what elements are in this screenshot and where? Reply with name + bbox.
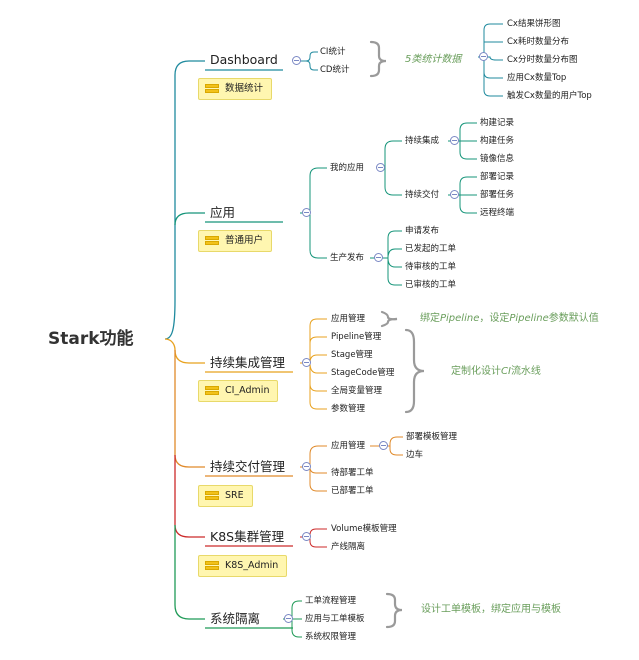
cd-mgmt-sub-item-0[interactable]: 部署模板管理: [406, 432, 458, 442]
k8s-item-1[interactable]: 产线隔离: [331, 542, 366, 552]
node-ci-stats[interactable]: CI统计: [320, 47, 346, 57]
node-ci-item-1[interactable]: 构建任务: [480, 136, 515, 146]
cd-mgmt-sub-item-1[interactable]: 边车: [406, 450, 424, 460]
branch-dashboard[interactable]: Dashboard: [210, 52, 278, 67]
stat-item-1[interactable]: Cx耗时数量分布: [507, 37, 569, 47]
tag-ci-mgmt: CI_Admin: [198, 380, 279, 402]
tag-label: SRE: [225, 490, 244, 501]
note-ci-pipeline: 绑定Pipeline，设定Pipeline参数默认值: [420, 313, 599, 324]
link-root-ci: [164, 338, 205, 364]
tag-label: 普通用户: [225, 235, 264, 246]
stat-item-3[interactable]: 应用Cx数量Top: [507, 73, 567, 83]
node-ci-item-2[interactable]: 镜像信息: [480, 154, 515, 164]
node-cd[interactable]: 持续交付: [405, 190, 440, 200]
branch-cd-mgmt[interactable]: 持续交付管理: [210, 459, 286, 474]
tag-label: 数据统计: [225, 83, 264, 94]
ci-mgmt-item-2[interactable]: Stage管理: [331, 350, 373, 360]
link-root-isolation: [174, 525, 205, 620]
collapse-dashboard-toggle[interactable]: [292, 56, 301, 65]
branch-k8s[interactable]: K8S集群管理: [210, 529, 285, 544]
tag-icon: [205, 561, 219, 571]
tag-icon: [205, 491, 219, 501]
tag-app: 普通用户: [198, 230, 273, 252]
collapse-ci-mgmt-toggle[interactable]: [302, 358, 311, 367]
collapse-myapp-toggle[interactable]: [376, 163, 385, 172]
collapse-k8s-toggle[interactable]: [302, 532, 311, 541]
cd-mgmt-item-1[interactable]: 待部署工单: [331, 468, 374, 478]
tag-label: K8S_Admin: [225, 560, 279, 571]
branch-ci-mgmt[interactable]: 持续集成管理: [210, 355, 286, 370]
isolation-item-2[interactable]: 系统权限管理: [305, 632, 357, 642]
collapse-stats-toggle[interactable]: [479, 52, 488, 61]
node-prod[interactable]: 生产发布: [330, 253, 365, 263]
node-my-app[interactable]: 我的应用: [330, 163, 365, 173]
collapse-isolation-toggle[interactable]: [284, 614, 293, 623]
node-cd-item-2[interactable]: 远程终端: [480, 208, 515, 218]
brace-ci-items: [404, 328, 425, 414]
ci-mgmt-item-1[interactable]: Pipeline管理: [331, 332, 382, 342]
note-dashboard: 5类统计数据: [405, 54, 462, 65]
node-cd-item-1[interactable]: 部署任务: [480, 190, 515, 200]
link-root-app: [174, 212, 205, 226]
node-ci[interactable]: 持续集成: [405, 136, 440, 146]
link-root-dashboard: [164, 60, 205, 340]
ci-mgmt-item-4[interactable]: 全局变量管理: [331, 386, 383, 396]
root-topic[interactable]: Stark功能: [48, 329, 134, 349]
branch-isolation[interactable]: 系统隔离: [210, 611, 261, 626]
cd-mgmt-item-2[interactable]: 已部署工单: [331, 486, 374, 496]
stat-item-4[interactable]: 触发Cx数量的用户Top: [507, 91, 592, 101]
note-ci-design: 定制化设计CI流水线: [451, 366, 541, 377]
branch-app[interactable]: 应用: [210, 205, 236, 220]
node-ci-item-0[interactable]: 构建记录: [480, 118, 515, 128]
cd-mgmt-item-0[interactable]: 应用管理: [331, 441, 366, 451]
brace-isolation: [385, 592, 403, 629]
brace-ci-app: [380, 310, 398, 328]
stat-item-2[interactable]: Cx分时数量分布图: [507, 55, 578, 65]
tag-dashboard: 数据统计: [198, 78, 273, 100]
node-cd-item-0[interactable]: 部署记录: [480, 172, 515, 182]
ci-mgmt-item-0[interactable]: 应用管理: [331, 314, 366, 324]
stat-item-0[interactable]: Cx结果饼形图: [507, 19, 561, 29]
node-prod-item-2[interactable]: 待审核的工单: [405, 262, 457, 272]
tag-icon: [205, 84, 219, 94]
k8s-item-0[interactable]: Volume模板管理: [331, 524, 397, 534]
collapse-cd-app-toggle[interactable]: [379, 441, 388, 450]
tag-icon: [205, 386, 219, 396]
brace-dashboard: [369, 40, 387, 78]
ci-mgmt-item-3[interactable]: StageCode管理: [331, 368, 395, 378]
collapse-app-toggle[interactable]: [302, 208, 311, 217]
collapse-cd-toggle[interactable]: [450, 190, 459, 199]
tag-label: CI_Admin: [225, 385, 270, 396]
collapse-ci-toggle[interactable]: [450, 136, 459, 145]
node-prod-item-0[interactable]: 申请发布: [405, 226, 440, 236]
isolation-item-0[interactable]: 工单流程管理: [305, 596, 357, 606]
tag-k8s: K8S_Admin: [198, 555, 288, 577]
node-prod-item-1[interactable]: 已发起的工单: [405, 244, 457, 254]
tag-cd-mgmt: SRE: [198, 485, 253, 507]
note-isolation: 设计工单模板，绑定应用与模板: [421, 604, 561, 615]
ci-mgmt-item-5[interactable]: 参数管理: [331, 404, 366, 414]
node-prod-item-3[interactable]: 已审核的工单: [405, 280, 457, 290]
link-root-cd: [174, 350, 205, 468]
isolation-item-1[interactable]: 应用与工单模板: [305, 614, 365, 624]
node-cd-stats[interactable]: CD统计: [320, 65, 350, 75]
tag-icon: [205, 236, 219, 246]
collapse-prod-toggle[interactable]: [374, 253, 383, 262]
collapse-cd-mgmt-toggle[interactable]: [302, 462, 311, 471]
